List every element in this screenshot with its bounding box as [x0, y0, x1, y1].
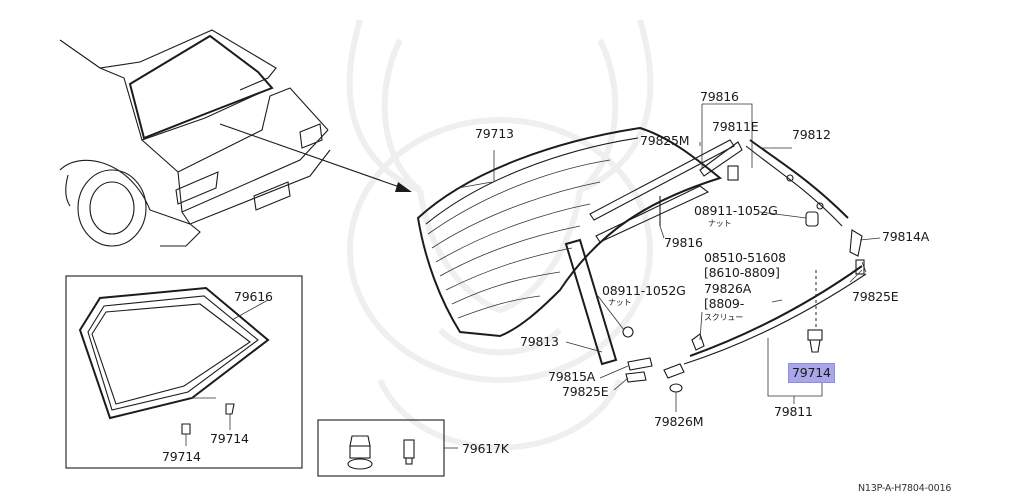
label-79616: 79616 — [234, 289, 273, 304]
right-molding-79812 — [745, 139, 863, 257]
label-79825E-bottom: 79825E — [562, 384, 609, 399]
side-molding-79813 — [564, 238, 685, 393]
label-79816-mid: 79816 — [664, 235, 703, 250]
leader-lines — [493, 103, 881, 412]
label-08510-51608: 08510-51608 — [704, 250, 786, 265]
label-08911-1052G-b: 08911-1052G — [602, 283, 686, 298]
label-79825E-right: 79825E — [852, 289, 899, 304]
label-nut-b: ナット — [608, 298, 632, 307]
label-79714-highlighted[interactable]: 79714 — [788, 363, 835, 383]
label-79811: 79811 — [774, 404, 813, 419]
label-79816-top: 79816 — [700, 89, 739, 104]
label-screw: スクリュー — [704, 313, 743, 322]
inset-windshield-box — [65, 275, 303, 469]
label-08911-1052G-a: 08911-1052G — [694, 203, 778, 218]
label-range-8809: [8809- — [704, 296, 744, 311]
label-79714-inset-a: 79714 — [210, 431, 249, 446]
car-illustration — [59, 29, 331, 247]
pointer-arrow — [219, 123, 412, 192]
label-79713: 79713 — [475, 126, 514, 141]
label-79815A: 79815A — [548, 369, 596, 384]
label-79811E: 79811E — [712, 119, 759, 134]
rear-glass-79713 — [416, 126, 723, 338]
label-79814A: 79814A — [882, 229, 930, 244]
label-79617K: 79617K — [462, 441, 509, 456]
label-79812: 79812 — [792, 127, 831, 142]
clip-79714 — [807, 270, 823, 353]
label-79826M: 79826M — [654, 414, 704, 429]
label-79813: 79813 — [520, 334, 559, 349]
diagram-code: N13P-A-H7804-0016 — [858, 483, 952, 494]
kit-box-79617K — [317, 419, 458, 477]
label-79826A: 79826A — [704, 281, 752, 296]
label-79825M: 79825M — [640, 133, 690, 148]
label-79714-inset-b: 79714 — [162, 449, 201, 464]
bottom-molding-79811 — [683, 259, 867, 365]
label-range-8610-8809: [8610-8809] — [704, 265, 780, 280]
upper-moldings — [589, 139, 743, 243]
watermark-emblem — [346, 19, 654, 451]
label-nut-a: ナット — [708, 219, 732, 228]
